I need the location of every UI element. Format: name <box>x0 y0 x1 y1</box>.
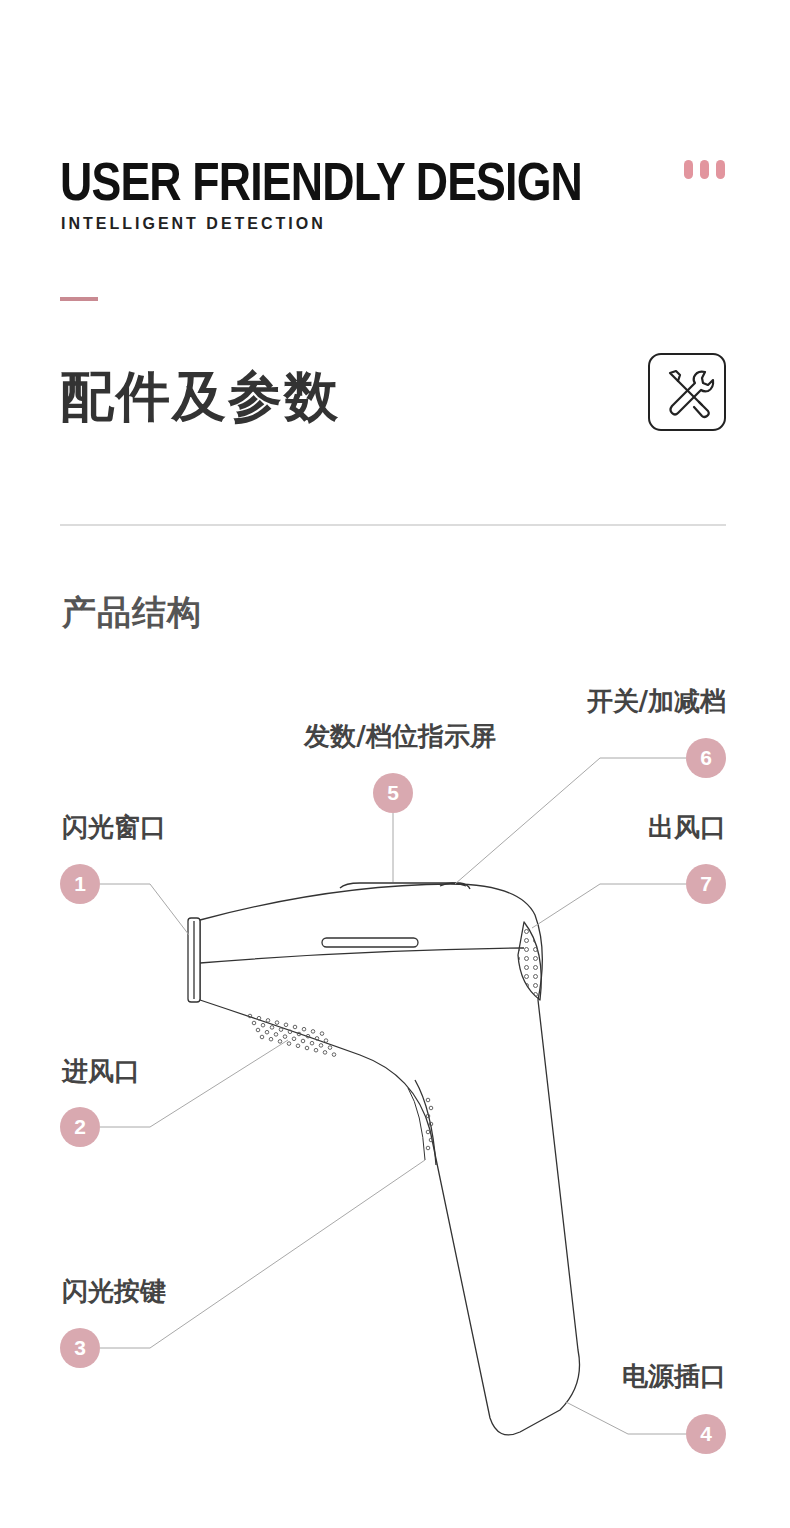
vent-hole <box>287 1042 291 1046</box>
callout-number: 3 <box>74 1336 86 1360</box>
callout-circle: 1 <box>60 864 100 904</box>
accent-line <box>60 297 98 301</box>
vent-hole <box>278 1040 282 1044</box>
vent-hole <box>274 1033 278 1037</box>
vent-hole <box>315 1037 319 1041</box>
leader-lines <box>100 758 686 1434</box>
device-drawing <box>188 883 580 1435</box>
vent-hole <box>261 1023 265 1027</box>
subsection-heading: 产品结构 <box>62 593 202 632</box>
vent-holes <box>248 1014 433 1150</box>
vent-hole <box>252 1021 256 1025</box>
callout-number: 2 <box>74 1115 86 1139</box>
vent-hole <box>256 1028 260 1032</box>
callout-circle: 7 <box>686 864 726 904</box>
vent-hole <box>305 1046 309 1050</box>
vent-hole <box>283 1035 287 1039</box>
section-heading: 配件及参数 <box>60 366 340 428</box>
part-name: 进风口 <box>62 1057 140 1087</box>
part-name: 开关/加减档 <box>587 687 727 717</box>
vent-hole <box>275 1021 279 1025</box>
vent-hole <box>269 1037 273 1041</box>
vent-hole <box>332 1053 336 1057</box>
part-name: 闪光窗口 <box>62 813 166 843</box>
vent-hole <box>260 1035 264 1039</box>
vent-hole <box>323 1051 327 1055</box>
vent-hole <box>292 1037 296 1041</box>
callout-circle: 6 <box>686 738 726 778</box>
divider <box>60 524 726 526</box>
vent-hole <box>324 1039 328 1043</box>
deco-dots <box>684 160 725 179</box>
callout-number: 1 <box>74 872 86 896</box>
callout-number: 5 <box>387 781 399 805</box>
vent-hole <box>293 1025 297 1029</box>
vent-hole <box>314 1048 318 1052</box>
callout-circle: 5 <box>373 773 413 813</box>
callout-number: 6 <box>700 746 712 770</box>
vent-hole <box>426 1146 430 1150</box>
vent-hole <box>297 1032 301 1036</box>
vent-hole <box>320 1032 324 1036</box>
vent-hole <box>311 1030 315 1034</box>
vent-hole <box>426 1114 430 1118</box>
vent-hole <box>429 1122 433 1126</box>
part-name: 闪光按键 <box>62 1277 166 1307</box>
callout-number: 7 <box>700 872 712 896</box>
vent-hole <box>296 1044 300 1048</box>
vent-hole <box>248 1014 252 1018</box>
tools-icon <box>649 354 725 430</box>
vent-hole <box>426 1130 430 1134</box>
callout-circle: 3 <box>60 1328 100 1368</box>
vent-hole <box>328 1046 332 1050</box>
subtitle: INTELLIGENT DETECTION <box>61 215 326 233</box>
vent-hole <box>257 1016 261 1020</box>
vent-hole <box>288 1030 292 1034</box>
vent-hole <box>310 1041 314 1045</box>
vent-hole <box>284 1023 288 1027</box>
vent-hole <box>302 1027 306 1031</box>
part-name: 电源插口 <box>622 1362 726 1392</box>
part-name: 出风口 <box>648 813 726 843</box>
vent-hole <box>265 1030 269 1034</box>
vent-hole <box>270 1026 274 1030</box>
vent-hole <box>266 1019 270 1023</box>
vent-hole <box>301 1039 305 1043</box>
callout-number: 4 <box>700 1422 712 1446</box>
callout-circle: 2 <box>60 1107 100 1147</box>
vent-hole <box>429 1106 433 1110</box>
callout-circle: 4 <box>686 1414 726 1454</box>
page-title: USER FRIENDLY DESIGN <box>60 150 582 212</box>
vent-hole <box>306 1034 310 1038</box>
vent-hole <box>279 1028 283 1032</box>
part-name: 发数/档位指示屏 <box>304 722 496 752</box>
vent-hole <box>426 1098 430 1102</box>
vent-hole <box>319 1044 323 1048</box>
vent-hole <box>429 1138 433 1142</box>
